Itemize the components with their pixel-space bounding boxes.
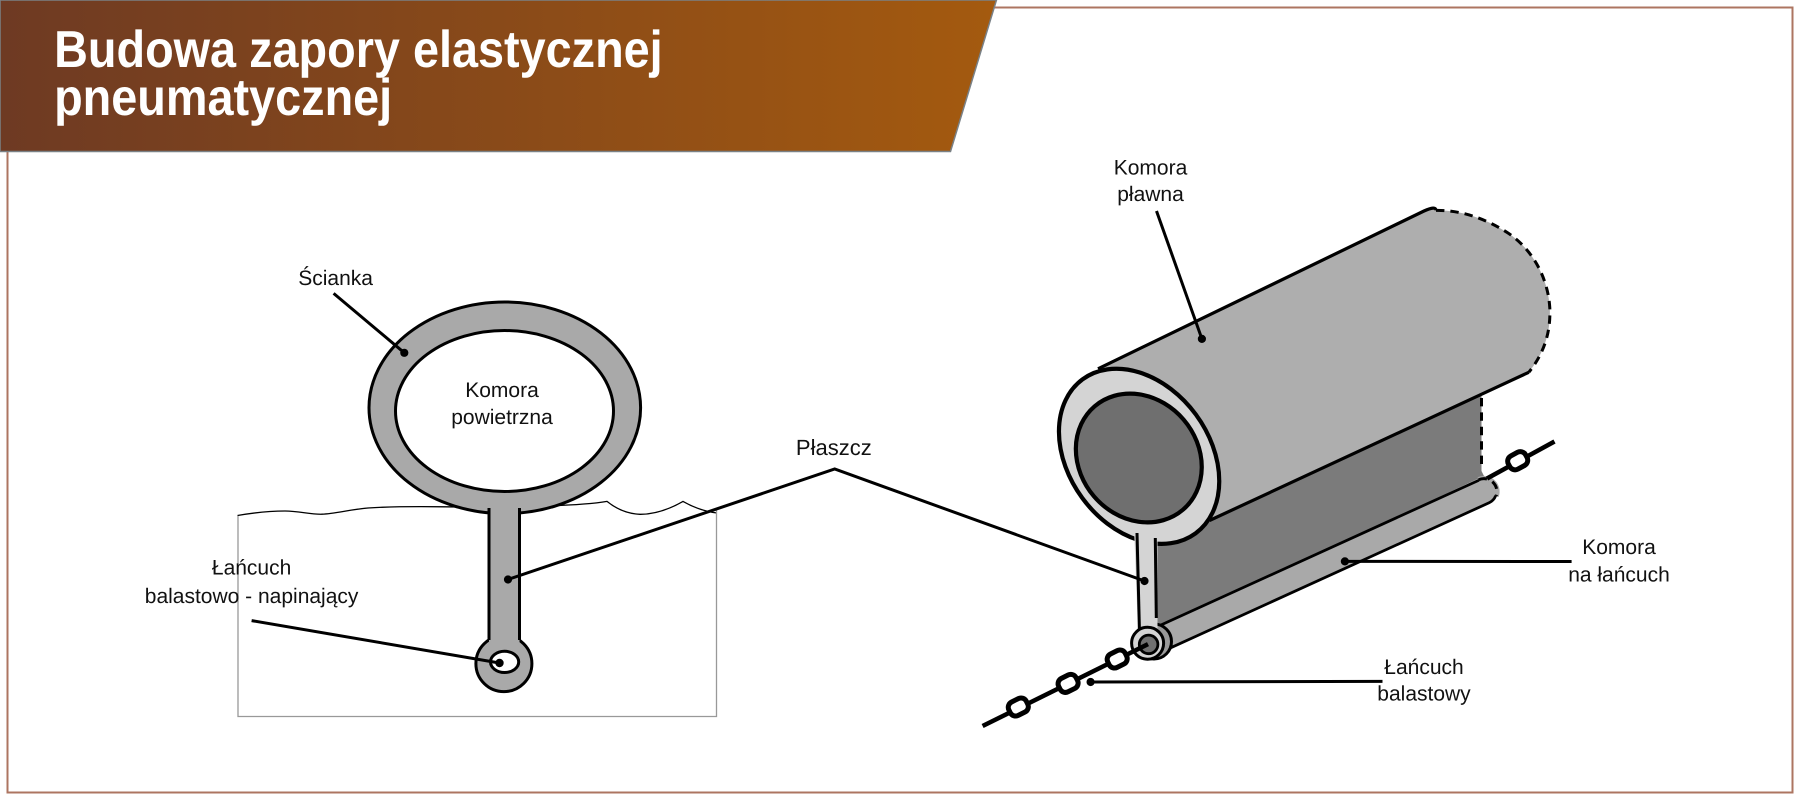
svg-text:balastowo - napinający: balastowo - napinający [145, 585, 359, 608]
svg-text:balastowy: balastowy [1377, 683, 1471, 706]
svg-text:Płaszcz: Płaszcz [796, 435, 872, 460]
svg-text:Komora: Komora [465, 379, 539, 402]
svg-text:Łańcuch: Łańcuch [212, 557, 291, 580]
svg-text:Budowa zapory elastycznej: Budowa zapory elastycznej [54, 21, 663, 79]
svg-text:Komora: Komora [1114, 156, 1188, 179]
svg-text:Komora: Komora [1582, 536, 1656, 559]
svg-text:pławna: pławna [1117, 183, 1184, 206]
svg-text:pneumatycznej: pneumatycznej [54, 69, 392, 127]
svg-text:na łańcuch: na łańcuch [1568, 564, 1670, 587]
svg-text:Łańcuch: Łańcuch [1384, 656, 1463, 679]
svg-text:Ścianka: Ścianka [298, 266, 373, 290]
svg-text:powietrzna: powietrzna [451, 406, 553, 429]
